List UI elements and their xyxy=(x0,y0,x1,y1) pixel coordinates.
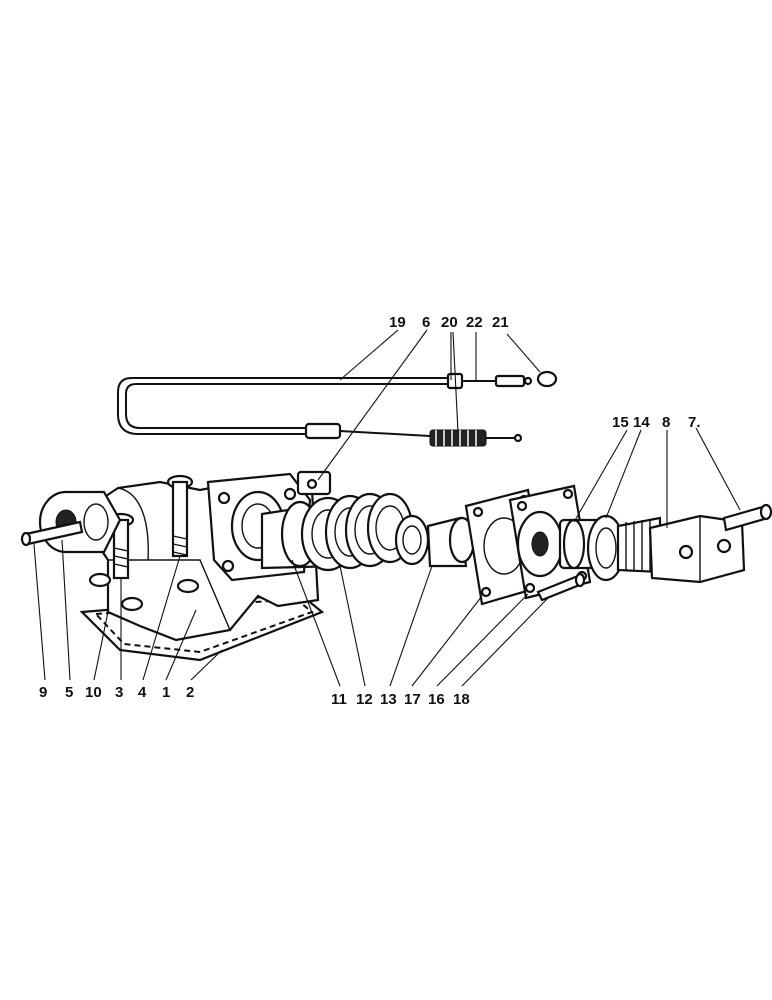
callout-15: 15 xyxy=(612,414,629,431)
callout-4: 4 xyxy=(138,684,147,701)
callout-11: 11 xyxy=(331,691,347,708)
callout-16: 16 xyxy=(428,691,445,708)
spring-stack xyxy=(300,492,414,572)
callout-6: 6 xyxy=(422,314,430,331)
flange-bolt xyxy=(536,572,586,602)
callout-2: 2 xyxy=(186,684,194,701)
sleeve xyxy=(394,514,476,568)
control-cable xyxy=(117,372,533,440)
pivot-pin xyxy=(20,520,84,547)
callout-22: 22 xyxy=(466,314,483,331)
callout-17: 17 xyxy=(404,691,421,708)
cable-end-nipple xyxy=(536,370,558,388)
callout-3: 3 xyxy=(115,684,123,701)
callout-13: 13 xyxy=(380,691,397,708)
callout-12: 12 xyxy=(356,691,373,708)
callout-21: 21 xyxy=(492,314,509,331)
callout-10: 10 xyxy=(85,684,102,701)
callout-7: 7. xyxy=(688,414,701,431)
callout-20: 20 xyxy=(441,314,458,331)
callout-labels: 19 6 20 22 21 15 14 8 7. 9 5 10 3 4 1 2 … xyxy=(39,314,701,708)
output-shaft xyxy=(558,514,662,582)
cable-adjuster xyxy=(429,429,523,447)
clevis-fork xyxy=(648,514,746,584)
callout-5: 5 xyxy=(65,684,73,701)
callout-14: 14 xyxy=(633,414,650,431)
callout-9: 9 xyxy=(39,684,47,701)
callout-1: 1 xyxy=(162,684,170,701)
callout-19: 19 xyxy=(389,314,406,331)
clevis-pin xyxy=(722,503,772,532)
callout-8: 8 xyxy=(662,414,670,431)
leader-lines xyxy=(33,329,741,687)
callout-18: 18 xyxy=(453,691,470,708)
